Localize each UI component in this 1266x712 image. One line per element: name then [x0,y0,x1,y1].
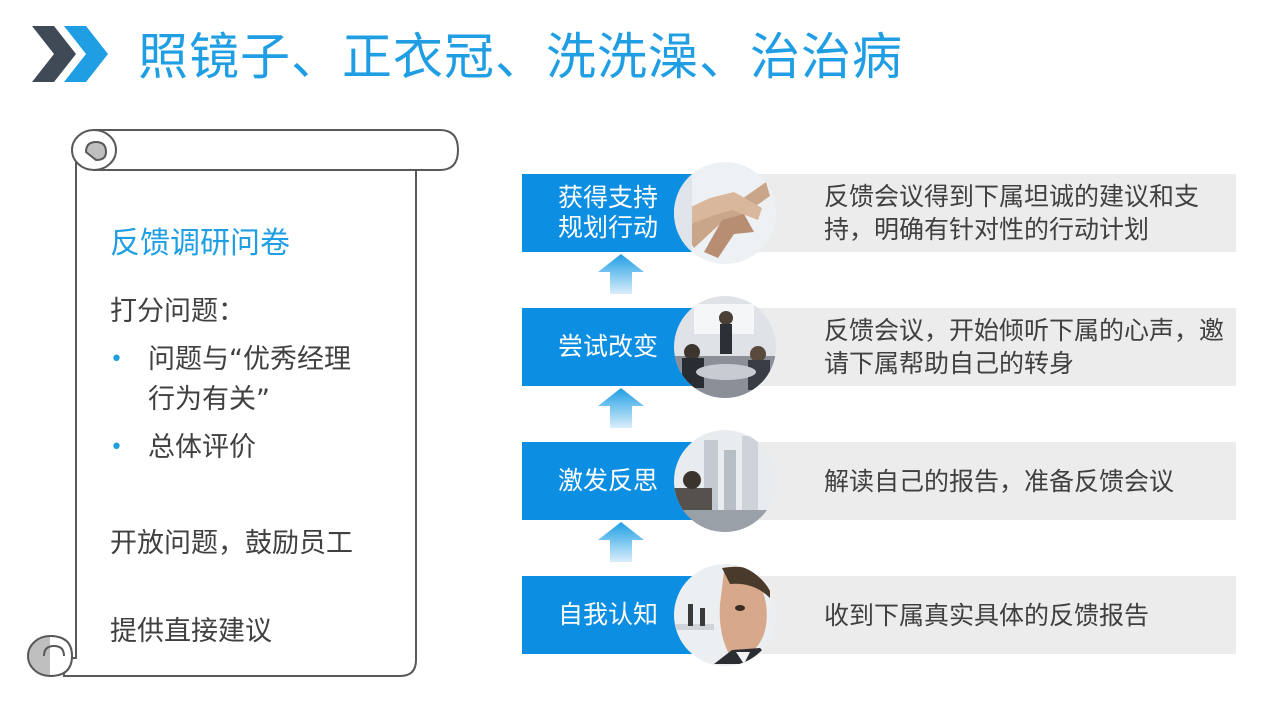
survey-title: 反馈调研问卷 [110,226,290,261]
step-label: 尝试改变 [522,308,694,386]
suggestion-text: 提供直接建议 [110,616,272,647]
step-description: 解读自己的报告，准备反馈会议 [824,466,1175,496]
bullet-dot: • [110,435,123,460]
scoring-label: 打分问题： [110,296,245,327]
step-row: 尝试改变 反馈会议，开始倾听下属的心声，邀请下属帮助自己的转身 [522,296,1236,398]
step-label-text: 尝试改变 [557,332,658,361]
bullet-item: • 问题与“优秀经理行为有关” [110,340,390,420]
page-title: 照镜子、正衣冠、洗洗澡、治治病 [138,28,903,86]
step-label: 激发反思 [522,442,694,520]
up-arrow-icon [598,522,644,562]
step-label-text: 激发反思 [557,466,658,495]
step-label: 获得支持 规划行动 [522,174,694,252]
step-row: 自我认知 收到下属真实具体的反馈报告 [522,564,1236,666]
up-arrow-icon [598,388,644,428]
scroll-panel [27,129,460,677]
meeting-room-photo [674,296,776,398]
step-label: 自我认知 [522,576,694,654]
step-description-panel [740,576,1236,654]
bullet-item: • 总体评价 [110,428,390,468]
open-question-text: 开放问题，鼓励员工 [110,528,353,559]
bullet-dot: • [110,347,123,372]
step-label-text: 自我认知 [557,600,658,629]
step-row: 激发反思 解读自己的报告，准备反馈会议 [522,430,1236,532]
step-description-panel [740,442,1236,520]
bullet-text: 问题与“优秀经理行为有关” [148,344,351,415]
double-chevron-right-icon [32,26,108,82]
stacked-hands-photo [674,162,776,264]
step-label-text: 获得支持 规划行动 [557,183,658,242]
bullet-text: 总体评价 [148,432,256,463]
step-row: 获得支持 规划行动 反馈会议得到下属坦诚的建议和支持，明确有针对性的行动计划 [522,162,1236,264]
city-office-photo [674,430,776,532]
up-arrow-icon [598,254,644,294]
step-description-panel [740,308,1236,386]
step-description: 反馈会议得到下属坦诚的建议和支持，明确有针对性的行动计划 [824,182,1200,244]
step-description: 反馈会议，开始倾听下属的心声，邀请下属帮助自己的转身 [824,316,1225,378]
businessman-face-photo [674,564,776,666]
step-description: 收到下属真实具体的反馈报告 [824,600,1150,630]
step-description-panel [740,174,1236,252]
